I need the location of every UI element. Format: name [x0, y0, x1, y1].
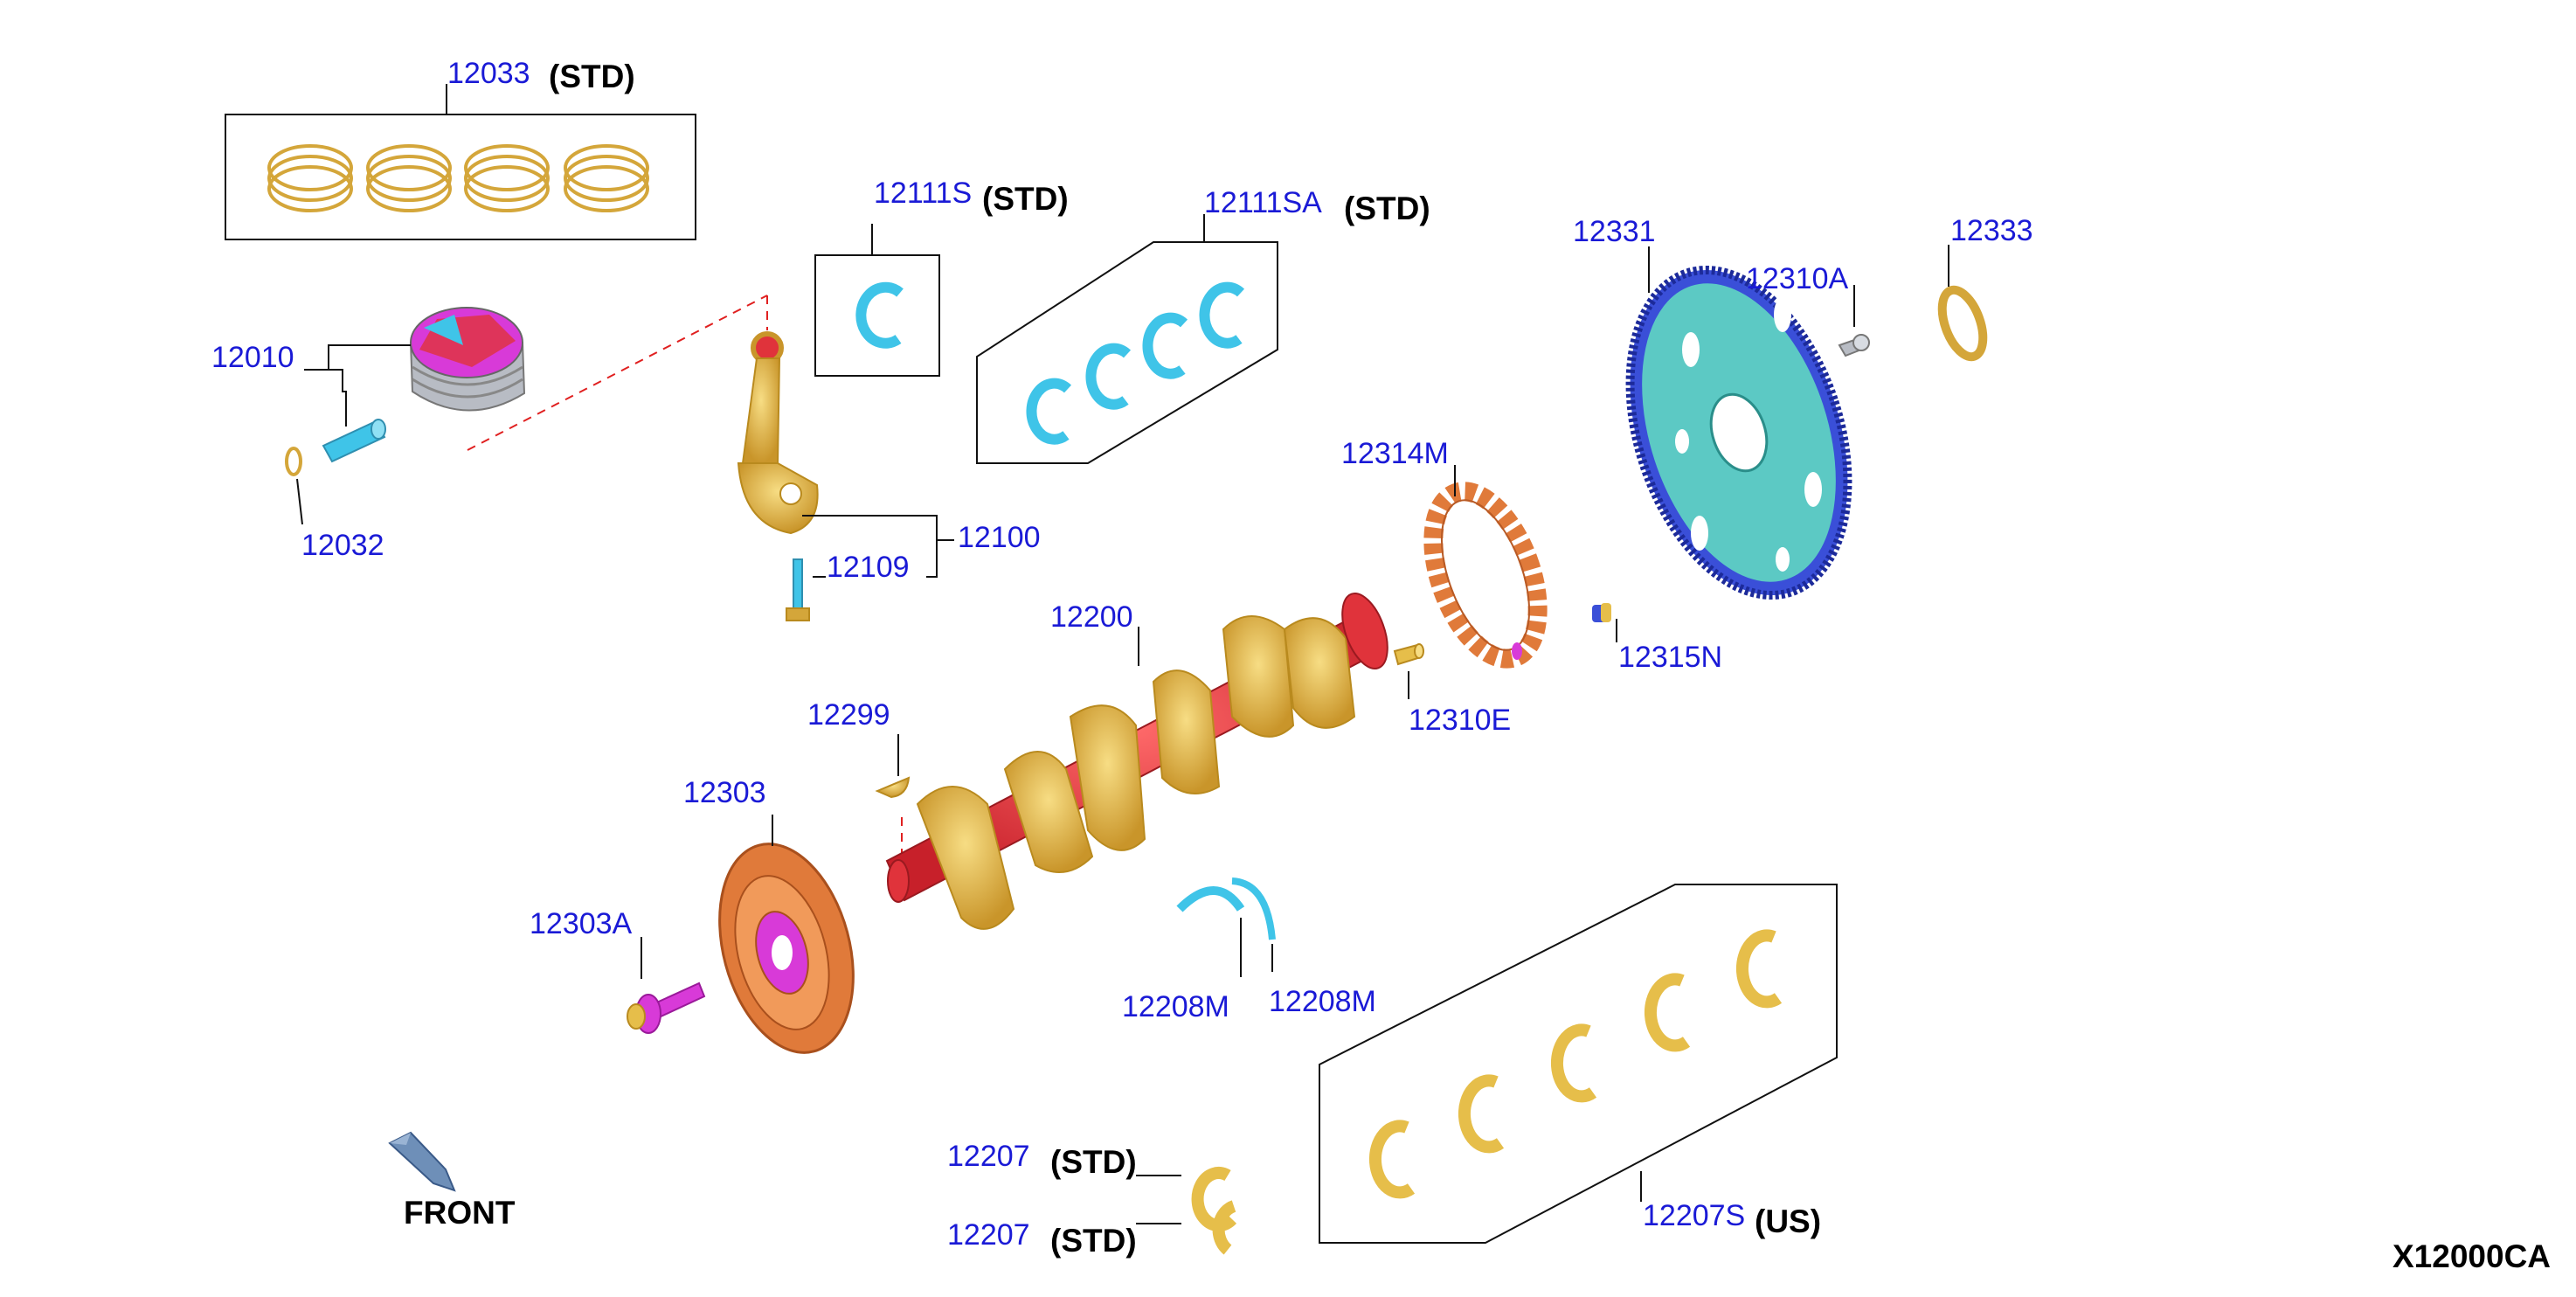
part-spec-label: (STD) — [1344, 191, 1430, 226]
drive-plate-icon — [1625, 265, 1852, 600]
piston-ring-icon — [267, 144, 649, 212]
part-spec-label: (US) — [1755, 1203, 1821, 1239]
part-number-label[interactable]: 12109 — [827, 551, 910, 584]
bearing-shell-icon — [855, 281, 904, 349]
conrod-bearing-set-12111SA[interactable]: 12111SA (STD) — [976, 186, 1430, 464]
pulley-bolt-12303A[interactable]: 12303A — [530, 907, 706, 1034]
spacer-icon — [1937, 285, 1988, 362]
bolt-icon — [627, 981, 706, 1034]
bearing-shell-icon — [1026, 281, 1245, 445]
diagram-code: X12000CA — [2392, 1238, 2551, 1274]
part-number-label[interactable]: 12200 — [1050, 600, 1133, 634]
part-number-label[interactable]: 12032 — [301, 529, 384, 562]
key-icon — [875, 776, 911, 799]
front-indicator: FRONT — [388, 1131, 516, 1231]
part-number-label[interactable]: 12033 — [447, 57, 530, 90]
bolt-icon — [786, 558, 810, 621]
part-spec-label: (STD) — [982, 181, 1069, 217]
part-spec-label: (STD) — [1050, 1144, 1137, 1180]
part-number-label[interactable]: 12314M — [1341, 437, 1449, 470]
part-number-label[interactable]: 12207 — [947, 1218, 1030, 1252]
part-number-label[interactable]: 12111SA — [1204, 186, 1322, 219]
dowel-12315N[interactable]: 12315N — [1592, 603, 1722, 674]
front-label: FRONT — [404, 1195, 516, 1231]
bolt-icon — [1838, 334, 1870, 357]
part-number-label[interactable]: 12207 — [947, 1140, 1030, 1173]
thrust-washer-12208M[interactable]: 12208M — [1122, 877, 1276, 1023]
piston-12010[interactable]: 12010 — [211, 307, 526, 463]
bearing-shell-icon — [1212, 1200, 1236, 1255]
woodruff-key-12299[interactable]: 12299 — [807, 698, 911, 799]
main-bearing-set-12207S[interactable]: 12207S (US) — [1319, 884, 1838, 1244]
crankshaft-icon — [885, 593, 1388, 930]
part-number-label[interactable]: 12303A — [530, 907, 633, 940]
conrod-bearing-12111S[interactable]: 12111S (STD) — [814, 177, 1069, 377]
connecting-rod-icon — [737, 331, 819, 535]
part-number-label[interactable]: 12315N — [1618, 641, 1722, 674]
thrust-washer-12208M-2[interactable]: 12208M — [1269, 944, 1376, 1018]
main-bearing-12207[interactable]: 12207 (STD) — [947, 1140, 1237, 1231]
part-number-label[interactable]: 12310E — [1409, 704, 1511, 737]
part-number-label[interactable]: 12331 — [1573, 215, 1656, 248]
connecting-rod-12100[interactable]: 12100 — [737, 331, 1041, 578]
crankshaft-12200[interactable]: 12200 — [885, 587, 1396, 930]
pulley-icon — [718, 843, 855, 1054]
pilot-pin-12310E[interactable]: 12310E — [1393, 643, 1511, 737]
snap-ring-12032[interactable]: 12032 — [285, 447, 384, 562]
pin-icon — [1393, 643, 1424, 666]
part-spec-label: (STD) — [1050, 1223, 1137, 1259]
part-number-label[interactable]: 12333 — [1950, 214, 2033, 247]
front-arrow-icon — [388, 1131, 456, 1192]
signal-plate-12314M[interactable]: 12314M — [1341, 437, 1558, 673]
spacer-12333[interactable]: 12333 — [1935, 214, 2033, 362]
crank-pulley-12303[interactable]: 12303 — [683, 776, 875, 1067]
piston-pin-icon — [322, 419, 386, 463]
part-number-label[interactable]: 12111S — [874, 177, 972, 210]
conrod-bolt-12109[interactable]: 12109 — [786, 551, 910, 621]
part-spec-label: (STD) — [549, 59, 635, 94]
main-bearing-12207-2[interactable]: 12207 (STD) — [947, 1200, 1236, 1259]
part-number-label[interactable]: 12299 — [807, 698, 890, 732]
plate-bolt-12310A[interactable]: 12310A — [1746, 262, 1870, 357]
thrust-washer-icon — [1176, 886, 1245, 912]
part-number-label[interactable]: 12010 — [211, 341, 294, 374]
part-number-label[interactable]: 12207S — [1643, 1199, 1745, 1232]
part-number-label[interactable]: 12310A — [1746, 262, 1849, 295]
dowel-icon — [1592, 603, 1611, 622]
part-number-label[interactable]: 12208M — [1269, 985, 1376, 1018]
part-number-label[interactable]: 12100 — [958, 521, 1041, 554]
part-number-label[interactable]: 12303 — [683, 776, 766, 809]
signal-plate-icon — [1423, 482, 1548, 669]
part-number-label[interactable]: 12208M — [1122, 990, 1229, 1023]
piston-icon — [409, 307, 526, 412]
drive-plate-12331[interactable]: 12331 — [1573, 215, 1887, 623]
piston-ring-set-12033[interactable]: 12033 (STD) — [225, 57, 696, 240]
bearing-shell-icon — [1368, 929, 1783, 1199]
snap-ring-icon — [285, 447, 302, 476]
